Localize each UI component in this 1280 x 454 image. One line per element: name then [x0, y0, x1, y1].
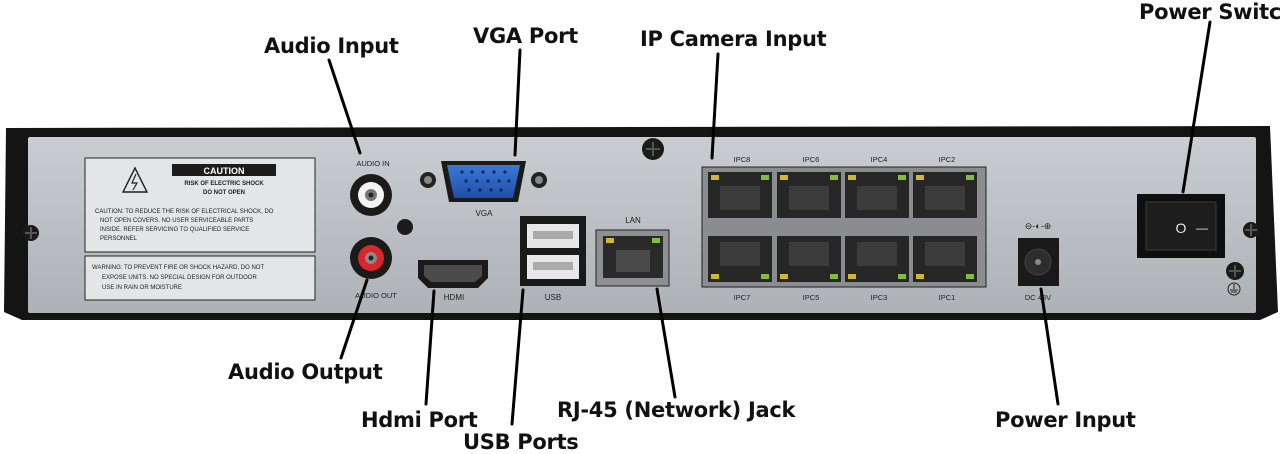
chassis-screws — [23, 138, 1259, 241]
ipc4-port[interactable] — [845, 172, 909, 218]
audio-out-jack[interactable]: AUDIO OUT — [350, 237, 397, 300]
ipc8-label: IPC8 — [734, 155, 751, 164]
ground-icon — [1227, 282, 1241, 296]
ipc3-label: IPC3 — [871, 293, 888, 302]
svg-text:INSIDE. REFER SERVICING TO QUA: INSIDE. REFER SERVICING TO QUALIFIED SER… — [100, 227, 249, 233]
svg-text:CAUTION: TO REDUCE THE RISK OF: CAUTION: TO REDUCE THE RISK OF ELECTRICA… — [95, 209, 274, 215]
lan-port[interactable]: LAN — [595, 216, 670, 287]
ipc-labels: IPC8 IPC6 IPC4 IPC2 IPC7 IPC5 IPC3 IPC1 — [734, 155, 956, 302]
svg-text:PERSONNEL: PERSONNEL — [100, 236, 138, 242]
vga-connector[interactable]: VGA — [420, 161, 547, 218]
svg-text:WARNING: TO PREVENT FIRE OR SH: WARNING: TO PREVENT FIRE OR SHOCK HAZARD… — [92, 265, 264, 271]
warning-label: WARNING: TO PREVENT FIRE OR SHOCK HAZARD… — [84, 255, 316, 301]
svg-text:—: — — [1196, 221, 1208, 235]
svg-text:AUDIO IN: AUDIO IN — [356, 159, 389, 168]
svg-text:USB: USB — [545, 293, 561, 302]
svg-text:RISK OF ELECTRIC SHOCK: RISK OF ELECTRIC SHOCK — [184, 181, 264, 187]
ipc4-label: IPC4 — [871, 155, 888, 164]
network-jack-callout: RJ-45 (Network) Jack — [557, 398, 796, 422]
ipc7-label: IPC7 — [734, 293, 751, 302]
svg-text:DO NOT OPEN: DO NOT OPEN — [203, 190, 245, 196]
ipc6-label: IPC6 — [803, 155, 820, 164]
vga-port-callout: VGA Port — [473, 24, 578, 48]
power-switch[interactable]: O — — [1137, 194, 1225, 258]
svg-text:⊖-◐-⊕: ⊖-◐-⊕ — [1025, 221, 1052, 231]
ipc6-port[interactable] — [777, 172, 841, 218]
ipc3-port[interactable] — [845, 236, 909, 282]
ipc7-port[interactable] — [708, 236, 772, 282]
svg-text:HDMI: HDMI — [444, 293, 464, 302]
svg-text:NOT OPEN COVERS. NO USER SERVI: NOT OPEN COVERS. NO USER SERVICEABLE PAR… — [100, 218, 253, 224]
caution-title: CAUTION — [204, 166, 245, 176]
audio-in-jack[interactable]: AUDIO IN — [350, 159, 392, 216]
svg-text:AUDIO OUT: AUDIO OUT — [355, 291, 397, 300]
svg-text:O: O — [1176, 220, 1187, 236]
svg-text:VGA: VGA — [476, 209, 494, 218]
ipc2-label: IPC2 — [939, 155, 956, 164]
ipc1-port[interactable] — [913, 236, 977, 282]
power-input-callout: Power Input — [995, 408, 1136, 432]
callout-leader-lines — [327, 20, 1212, 426]
power-switch-callout: Power Switch — [1139, 0, 1280, 24]
ipc5-label: IPC5 — [803, 293, 820, 302]
usb-ports-callout: USB Ports — [463, 430, 579, 454]
ground-screw — [1226, 262, 1244, 296]
ip-camera-input-callout: IP Camera Input — [640, 27, 827, 51]
svg-text:DC 48V: DC 48V — [1025, 293, 1051, 302]
ipc5-port[interactable] — [777, 236, 841, 282]
usb-ports[interactable]: USB — [520, 216, 586, 302]
ip-camera-ports[interactable] — [701, 166, 987, 288]
svg-text:LAN: LAN — [625, 216, 641, 225]
hdmi-port-callout: Hdmi Port — [361, 408, 478, 432]
svg-text:USE IN RAIN OR MOISTURE: USE IN RAIN OR MOISTURE — [102, 285, 182, 291]
ipc1-label: IPC1 — [939, 293, 956, 302]
hdmi-port[interactable]: HDMI — [418, 260, 488, 302]
ipc2-port[interactable] — [913, 172, 977, 218]
audio-input-callout: Audio Input — [264, 34, 399, 58]
panel-screw — [397, 219, 413, 235]
electric-hazard-icon — [121, 166, 149, 193]
caution-label: CAUTION RISK OF ELECTRIC SHOCK DO NOT OP… — [84, 157, 316, 253]
svg-text:EXPOSE UNITS. NO SPECIAL DESIG: EXPOSE UNITS. NO SPECIAL DESIGN FOR OUTD… — [102, 275, 257, 281]
audio-output-callout: Audio Output — [228, 360, 383, 384]
dc-power-jack[interactable]: ⊖-◐-⊕ DC 48V — [1018, 221, 1059, 302]
ipc8-port[interactable] — [708, 172, 772, 218]
